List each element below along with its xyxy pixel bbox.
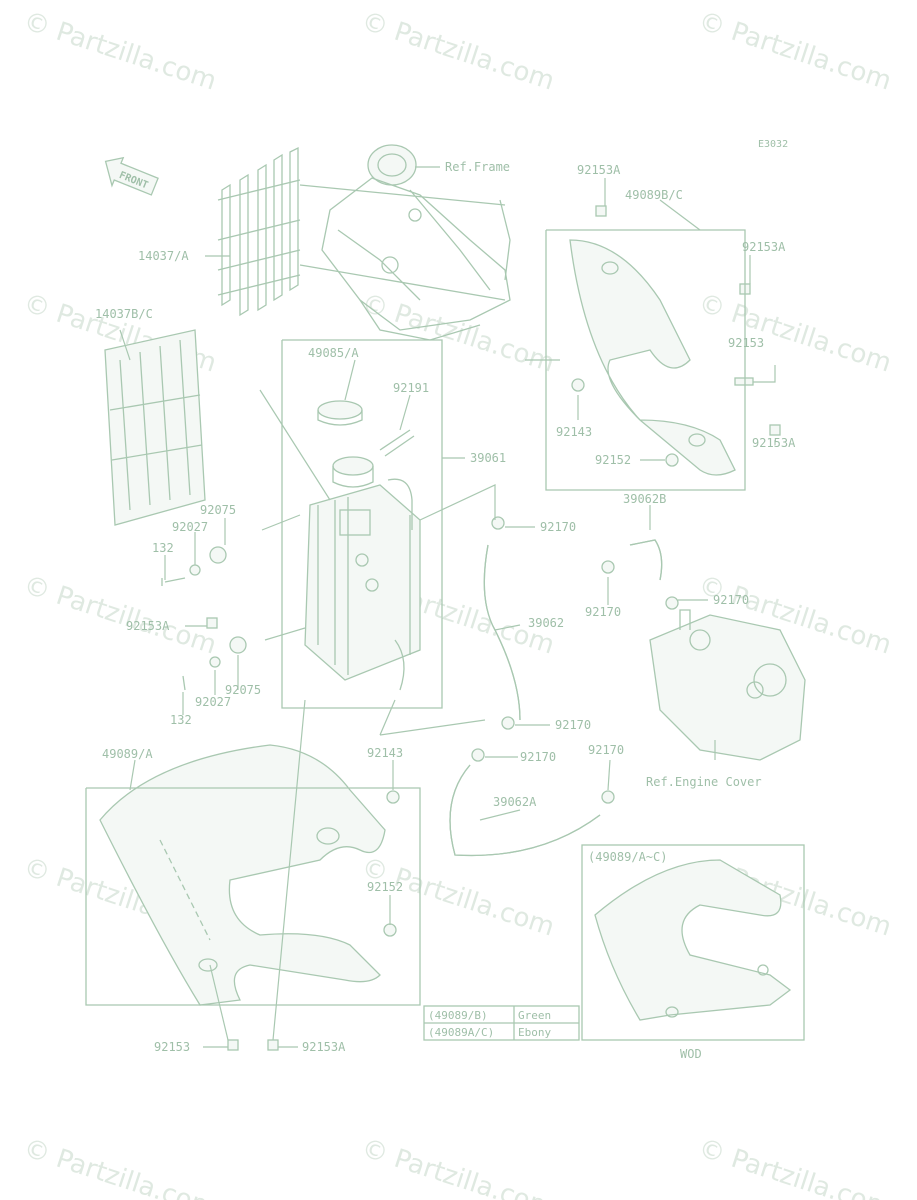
callout-132: 132	[170, 713, 192, 727]
watermark: © Partzilla.com	[20, 570, 220, 661]
callout-92153A: 92153A	[126, 619, 170, 633]
callout-39061: 39061	[470, 451, 506, 465]
callout-49085A: 49085/A	[308, 346, 359, 360]
watermark: © Partzilla.com	[695, 1133, 895, 1200]
callout-92170: 92170	[585, 605, 621, 619]
watermark: © Partzilla.com	[695, 288, 895, 379]
callout-92027: 92027	[172, 520, 208, 534]
shroud-49089A	[99, 744, 386, 1006]
callout-14037A: 14037/A	[138, 249, 189, 263]
callout-49089BC: 49089B/C	[625, 188, 683, 202]
leader-lines	[119, 166, 776, 1048]
color-table-color: Ebony	[518, 1026, 551, 1039]
callouts: Ref.Frame 92153A 49089B/C 92153A 14037/A…	[95, 160, 796, 1061]
callout-39062: 39062	[528, 616, 564, 630]
color-table-part: (49089A/C)	[428, 1026, 494, 1039]
callout-92153A: 92153A	[577, 163, 621, 177]
callout-ref-engine-cover: Ref.Engine Cover	[646, 775, 762, 789]
radiator-grille-14037A	[217, 146, 301, 317]
callout-92152: 92152	[367, 880, 403, 894]
callout-92153A: 92153A	[752, 436, 796, 450]
callout-92170: 92170	[555, 718, 591, 732]
callout-49089A: 49089/A	[102, 747, 153, 761]
hoses	[449, 539, 663, 857]
callout-39062A: 39062A	[493, 795, 537, 809]
radiator-39061	[304, 400, 421, 691]
watermark: © Partzilla.com	[358, 288, 558, 379]
callout-39062B: 39062B	[623, 492, 666, 506]
watermark: © Partzilla.com	[20, 1133, 220, 1200]
shroud-49089BC	[569, 239, 736, 476]
callout-92152: 92152	[595, 453, 631, 467]
callout-92170: 92170	[540, 520, 576, 534]
callout-92170: 92170	[713, 593, 749, 607]
callout-92153: 92153	[154, 1040, 190, 1054]
watermark: © Partzilla.com	[358, 6, 558, 97]
group-boxes	[85, 229, 805, 1041]
color-table-part: (49089/B)	[428, 1009, 488, 1022]
engine-cover	[649, 609, 806, 761]
watermark: © Partzilla.com	[695, 6, 895, 97]
front-arrow: FRONT	[104, 156, 159, 196]
callout-92153A: 92153A	[302, 1040, 346, 1054]
color-table: (49089/B) Green (49089A/C) Ebony	[423, 1005, 580, 1041]
callout-92153: 92153	[728, 336, 764, 350]
callout-ref-frame: Ref.Frame	[445, 160, 510, 174]
callout-132: 132	[152, 541, 174, 555]
callout-49089AC: (49089/A~C)	[588, 850, 667, 864]
callout-92075: 92075	[225, 683, 261, 697]
callout-92170: 92170	[520, 750, 556, 764]
diagram-code: E3032	[758, 139, 788, 150]
frame-illustration	[299, 144, 511, 341]
callout-92143: 92143	[367, 746, 403, 760]
callout-92170: 92170	[588, 743, 624, 757]
callout-14037BC: 14037B/C	[95, 307, 153, 321]
radiator-guard-14037BC	[104, 329, 206, 526]
callout-92143: 92143	[556, 425, 592, 439]
callout-wod: WOD	[680, 1047, 702, 1061]
callout-92027: 92027	[195, 695, 231, 709]
callout-92191: 92191	[393, 381, 429, 395]
callout-92075: 92075	[200, 503, 236, 517]
shroud-wod	[594, 859, 792, 1021]
watermark: © Partzilla.com	[20, 6, 220, 97]
color-table-color: Green	[518, 1009, 551, 1022]
callout-92153A: 92153A	[742, 240, 786, 254]
watermark: © Partzilla.com	[358, 1133, 558, 1200]
